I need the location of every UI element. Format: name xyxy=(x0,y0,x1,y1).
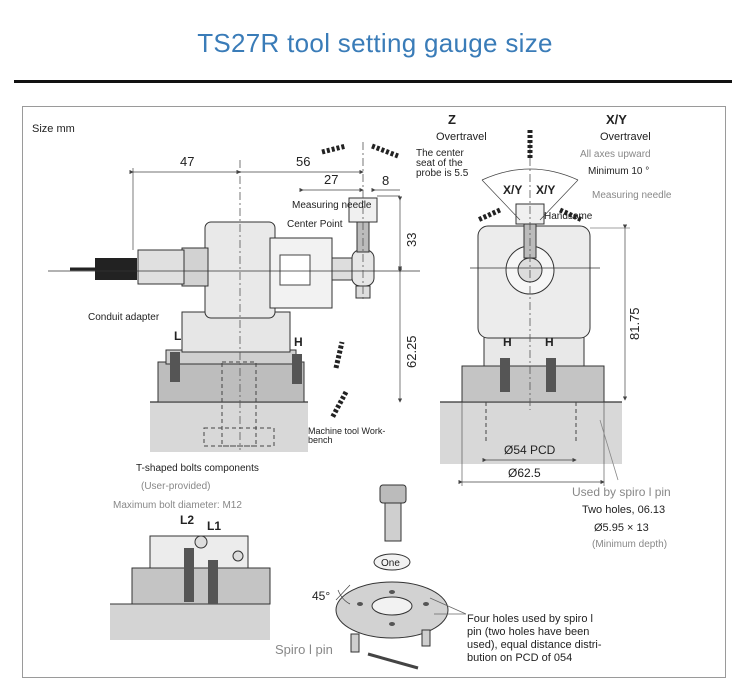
dim-47: 47 xyxy=(180,154,194,169)
side-view xyxy=(48,142,420,452)
dim-27: 27 xyxy=(324,172,338,187)
one-label: One xyxy=(381,558,400,569)
h-left-label: H xyxy=(294,335,303,349)
machine-tool-line1: Machine tool Work- xyxy=(308,426,385,436)
handsome-label: Handsome xyxy=(544,211,593,222)
dim-6225: 62.25 xyxy=(404,335,419,368)
page-title: TS27R tool setting gauge size xyxy=(197,28,553,58)
workbench-right xyxy=(440,402,622,464)
four-holes-line2: pin (two holes have been xyxy=(467,626,589,638)
used-by-line2: Two holes, 06.13 xyxy=(582,504,665,516)
screw-head xyxy=(379,484,407,504)
base-plate xyxy=(157,361,305,403)
xy-overtravel-label: Overtravel xyxy=(600,131,651,143)
workbench-left xyxy=(150,402,308,452)
bolt-h-left xyxy=(292,354,302,384)
size-unit-label: Size mm xyxy=(32,123,75,135)
dim-56: 56 xyxy=(296,154,310,169)
diagram-frame xyxy=(22,106,726,678)
dim-625: Ø62.5 xyxy=(508,466,541,480)
z-overtravel-label: Overtravel xyxy=(436,131,487,143)
z-label: Z xyxy=(448,112,456,127)
xy-right-arc-label: X/Y xyxy=(536,183,555,197)
four-holes-line1: Four holes used by spiro l xyxy=(467,613,593,625)
title-divider xyxy=(14,80,732,83)
angle-45: 45° xyxy=(312,589,330,603)
machine-tool-line2: bench xyxy=(308,435,333,445)
dim-8175: 81.75 xyxy=(627,307,642,340)
conduit-adapter xyxy=(137,249,185,285)
used-by-line4: (Minimum depth) xyxy=(592,539,667,550)
xy-left-arc-label: X/Y xyxy=(503,183,522,197)
measuring-needle-right-label: Measuring needle xyxy=(592,190,672,201)
minimum-10-label: Minimum 10 ° xyxy=(588,166,649,177)
conduit-adapter-label: Conduit adapter xyxy=(88,312,160,323)
dim-pcd54: Ø54 PCD xyxy=(504,443,556,457)
four-holes-line4: bution on PCD of 054 xyxy=(467,652,572,664)
four-holes-line3: used), equal distance distri- xyxy=(467,639,602,651)
dim-33: 33 xyxy=(404,233,419,247)
center-seat-line2: seat of the xyxy=(416,158,463,169)
h-right1-label: H xyxy=(503,335,512,349)
t-bolts-label: T-shaped bolts components xyxy=(136,463,259,474)
center-seat-line3: probe is 5.5 xyxy=(416,168,469,179)
user-provided-label: (User-provided) xyxy=(141,481,210,492)
used-by-line1: Used by spiro l pin xyxy=(572,485,671,499)
l2-label: L2 xyxy=(180,513,194,527)
xy-label: X/Y xyxy=(606,112,627,127)
center-seat-line1: The center xyxy=(416,148,464,159)
l-label: L xyxy=(174,329,181,343)
measuring-needle-left-label: Measuring needle xyxy=(292,200,372,211)
exploded-parts xyxy=(335,484,467,670)
bolt-detail-view xyxy=(110,535,271,640)
dim-8: 8 xyxy=(382,173,389,188)
front-view xyxy=(440,130,630,486)
h-right2-label: H xyxy=(545,335,554,349)
l1-label: L1 xyxy=(207,519,221,533)
center-point-label: Center Point xyxy=(287,219,343,230)
spiro-pin-label: Spiro l pin xyxy=(275,642,333,657)
all-axes-upward-label: All axes upward xyxy=(580,149,651,160)
used-by-line3: Ø5.95 × 13 xyxy=(594,522,649,534)
max-bolt-label: Maximum bolt diameter: M12 xyxy=(113,500,242,511)
washer xyxy=(373,553,411,571)
